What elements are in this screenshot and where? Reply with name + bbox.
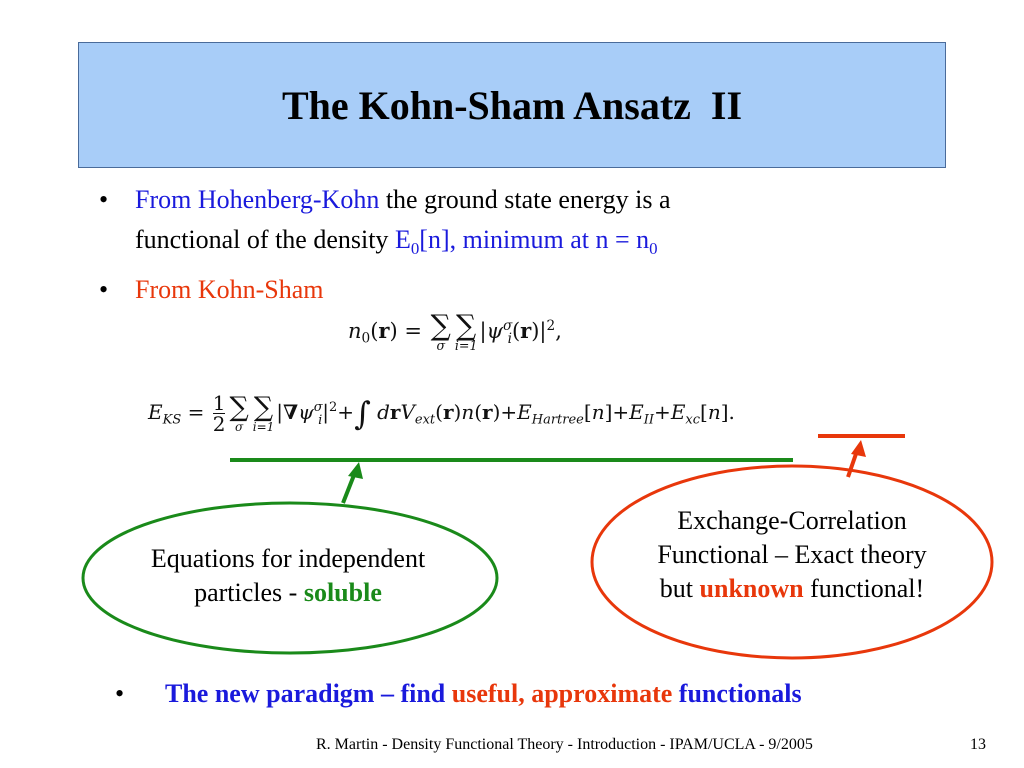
bullet-dot: • [99, 185, 109, 214]
bullet-hohenberg-kohn: • From Hohenberg-Kohn the ground state e… [99, 180, 895, 269]
page-number: 13 [970, 736, 986, 753]
bullet1-text-line2: functional of the density [135, 225, 395, 254]
independent-particles-note: Equations for independent particles - so… [150, 544, 426, 607]
title-box: The Kohn-Sham Ansatz II [78, 42, 946, 168]
red-oval [590, 464, 994, 660]
page-title: The Kohn-Sham Ansatz II [281, 82, 743, 128]
bullet-kohn-sham: • From Kohn-Sham [99, 270, 324, 310]
green-arrowhead [348, 462, 363, 479]
unknown-label: unknown [699, 574, 804, 603]
bullet-dot: • [99, 275, 109, 304]
red-arrowhead [851, 440, 866, 457]
exchange-correlation-note: Exchange-Correlation Functional – Exact … [657, 506, 927, 603]
bullet2-text: From Kohn-Sham [135, 275, 324, 304]
soluble-label: soluble [303, 578, 382, 607]
density-equation: n0(r) = ∑σ∑i=1|ψσi(r)|2, [348, 309, 562, 354]
bullet-new-paradigm: • The new paradigm – find useful, approx… [115, 674, 802, 714]
bullet-dot: • [115, 679, 125, 708]
footer-citation: R. Martin - Density Functional Theory - … [316, 736, 813, 753]
bullet1-source: From Hohenberg-Kohn [135, 185, 380, 214]
green-oval [81, 501, 499, 655]
bullet1-text: the ground state energy is a [379, 185, 671, 214]
bullet1-energy: E0[n], minimum at n = n0 [394, 225, 658, 258]
